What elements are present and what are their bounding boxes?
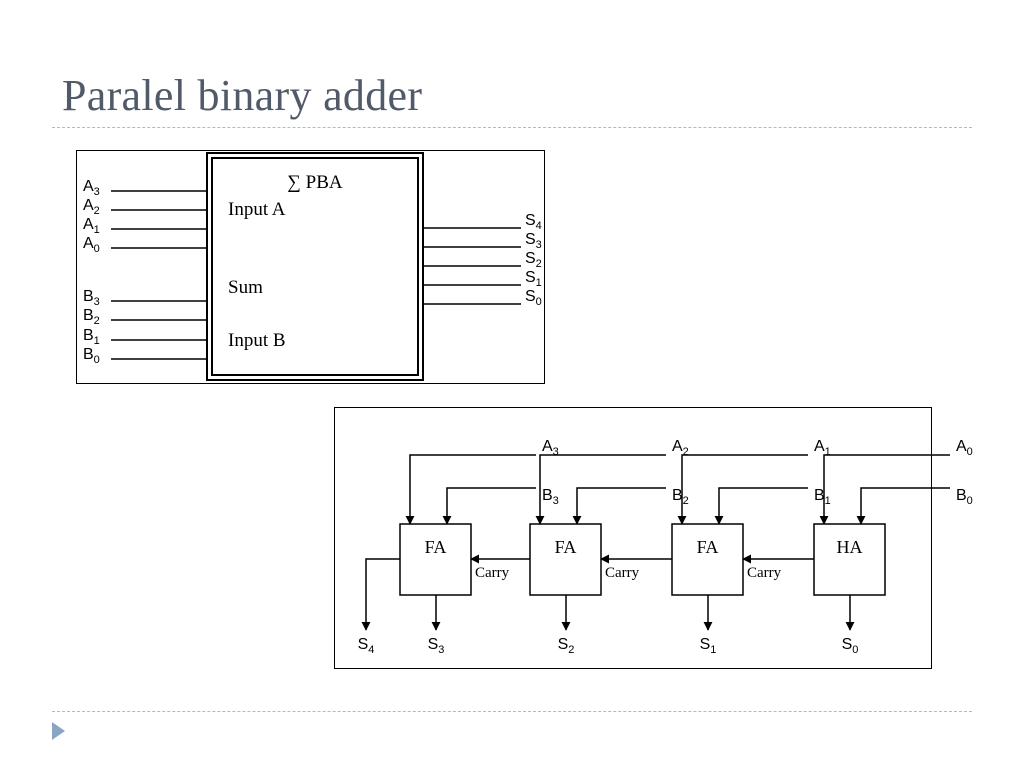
input-b-label-3: B0 (83, 346, 100, 366)
carry-label-3: Carry (747, 565, 782, 581)
slide-bullet-icon (52, 722, 65, 740)
adder-block-3 (813, 523, 886, 596)
adder-block-label-1: FA (555, 537, 577, 557)
title-divider (52, 127, 972, 128)
slide-title: Paralel binary adder (62, 71, 423, 120)
b-input-line-3 (856, 487, 950, 525)
input-b-label: Input B (228, 330, 286, 351)
adder-block-label-2: FA (697, 537, 719, 557)
input-a-label: Input A (228, 199, 286, 220)
final-carry-output: S4 (358, 558, 400, 656)
sum-output-label-2: S1 (700, 636, 717, 656)
b-input-line-0 (442, 487, 536, 525)
input-a-label-3: A0 (83, 235, 100, 255)
input-b-label-2: B1 (83, 327, 100, 347)
sum-output-label-3: S1 (525, 269, 542, 289)
input-a-label-1: A2 (83, 197, 100, 217)
a-input-line-1 (535, 454, 666, 525)
b-input-line-1 (572, 487, 666, 525)
pba-inner-border (211, 157, 419, 376)
a-input-line-2 (677, 454, 808, 525)
sum-output-label-0: S3 (428, 636, 445, 656)
sum-label: Sum (228, 277, 263, 298)
adder-block-2 (671, 523, 744, 596)
footer-divider (52, 711, 972, 712)
b-input-label-1: B2 (672, 487, 689, 507)
carry-label-1: Carry (475, 565, 510, 581)
a-input-line-3 (819, 454, 950, 525)
adder-block-label-3: HA (837, 537, 863, 557)
a-input-line-0 (405, 454, 536, 525)
sum-output-label-1: S3 (525, 231, 542, 251)
input-b-label-0: B3 (83, 288, 100, 308)
adder-block-0 (399, 523, 472, 596)
sum-output-label-0: S4 (525, 212, 542, 232)
input-a-label-0: A3 (83, 178, 100, 198)
carry-label-2: Carry (605, 565, 640, 581)
sum-output-label-3: S0 (842, 636, 859, 656)
final-carry-line (361, 558, 400, 631)
final-carry-label: S4 (358, 636, 375, 656)
carry-links: Carry Carry Carry (470, 554, 814, 581)
input-a-label-2: A1 (83, 216, 100, 236)
a-input-label-1: A2 (672, 438, 689, 458)
sum-output-label-1: S2 (558, 636, 575, 656)
b-input-label-3: B0 (956, 487, 973, 507)
adder-block-label-0: FA (425, 537, 447, 557)
adder-block-1 (529, 523, 602, 596)
a-input-label-3: A0 (956, 438, 973, 458)
b-input-label-0: B3 (542, 487, 559, 507)
b-input-line-2 (714, 487, 808, 525)
sum-output-label-2: S2 (525, 250, 542, 270)
a-input-label-0: A3 (542, 438, 559, 458)
input-b-label-1: B2 (83, 307, 100, 327)
a-input-label-2: A1 (814, 438, 831, 458)
b-input-label-2: B1 (814, 487, 831, 507)
pba-block-title: ∑ PBA (287, 172, 343, 193)
sum-output-label-4: S0 (525, 288, 542, 308)
